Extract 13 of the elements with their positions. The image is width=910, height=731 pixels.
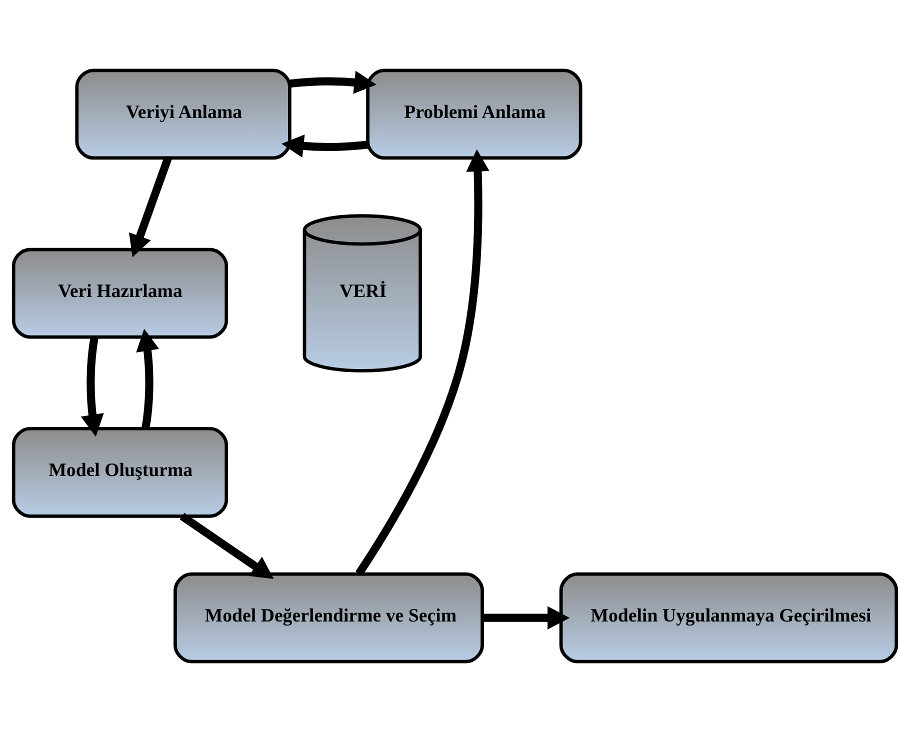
arrow bbox=[356, 148, 490, 576]
node-box: Modelin Uygulanmaya Geçirilmesi bbox=[559, 572, 898, 663]
arrow bbox=[482, 606, 570, 629]
arrow bbox=[290, 70, 376, 94]
node-box: Veriyi Anlama bbox=[75, 68, 292, 160]
arrow bbox=[180, 512, 274, 578]
arrow bbox=[136, 328, 160, 428]
arrow bbox=[281, 134, 368, 158]
arrow bbox=[80, 336, 104, 436]
node-box: Model Değerlendirme ve Seçim bbox=[174, 572, 484, 663]
node-box: Veri Hazırlama bbox=[12, 247, 228, 338]
node-box: Problemi Anlama bbox=[366, 68, 582, 160]
node-box: Model Oluşturma bbox=[12, 426, 228, 518]
